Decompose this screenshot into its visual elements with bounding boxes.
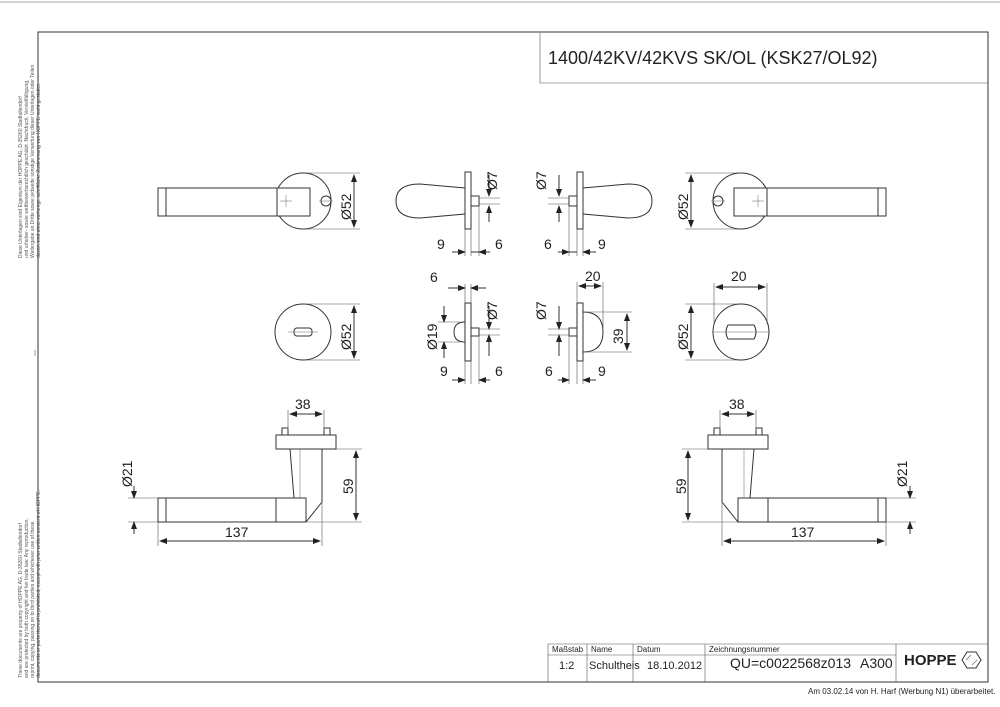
legal-en-line-2: and are protected by both copyright and … [24,518,30,678]
hoppe-logo: HOPPE [904,651,982,669]
dim-label: 20 [585,268,601,284]
dim-rose-dia-right: Ø52 [675,172,739,230]
title-box [539,33,988,84]
dim-label: Ø52 [675,193,691,220]
dim-label: 6 [495,363,503,379]
dim-label: Ø7 [484,301,500,320]
dim-label: 9 [437,236,445,252]
scale-label: Maßstab [552,645,584,654]
dim-esc-gap-right: 6 9 [545,336,606,384]
legal-en-line-4: documents or parts thereof is prohibited… [36,490,42,678]
dim-lever-137-right: 137 [721,502,887,546]
escutcheon-front-left [274,303,332,361]
dim-label: 9 [598,236,606,252]
lever-rose-front-left [157,172,333,230]
dim-label: Ø7 [533,301,549,320]
escutcheon-side-left [453,302,500,362]
dim-label: 6 [495,236,503,252]
dim-lever-38-right: 38 [719,396,757,430]
dim-label: Ø19 [424,323,440,350]
lever-top-view-left [157,427,337,523]
dim-rose-dia-left: Ø52 [305,172,360,230]
dim-gap-right: 6 9 [544,206,606,256]
dim-lever-59-left: 59 [306,448,362,523]
dim-label: 137 [791,524,815,540]
hoppe-logo-icon [961,651,982,669]
dim-label: 20 [731,268,747,284]
dim-label: Ø21 [894,460,910,487]
lever-side-view-right [548,171,653,230]
drawing-number-value: QU=c0022568z013 [730,655,851,671]
legal-en-line-1: These documents are property of HOPPE AG… [18,522,24,678]
drawing-number-label: Zeichnungsnummer [709,645,780,654]
dim-esc-39: 39 [583,311,632,353]
name-value: Schultheis [589,660,640,672]
dim-spindle-1: Ø7 [484,171,500,222]
revision-footer-note: Am 03.02.14 von H. Harf (Werbung N1) übe… [808,687,996,696]
dim-label: 6 [544,236,552,252]
dim-label: 137 [225,524,249,540]
dim-lever-21-left: Ø21 [119,460,158,534]
lever-side-view-left [395,171,500,230]
dim-esc-spindle-2: Ø7 [533,301,562,356]
dim-lever-59-right: 59 [673,448,738,523]
dim-label: Ø52 [675,323,691,350]
legal-de-line-3: Weitergabe an Dritte sowie jedwede sonst… [30,65,36,258]
dim-lever-21-right: Ø21 [886,460,916,534]
dim-label: Ø7 [533,171,549,190]
escutcheon-front-right-thumbturn [712,303,770,361]
dim-label: 38 [295,396,311,412]
dim-label: Ø21 [119,460,135,487]
dim-label: 59 [673,478,689,494]
legal-de-line-1: Diese Unterlagen sind Eigentum der HOPPE… [18,96,24,258]
scale-value: 1:2 [559,660,574,672]
dim-label: 38 [729,396,745,412]
brand-name: HOPPE [904,652,957,669]
dim-label: 39 [610,328,626,344]
dim-esc-right-20: 20 [713,268,768,324]
escutcheon-side-right [548,302,604,362]
legal-text-english: These documents are property of HOPPE AG… [18,490,42,678]
lever-top-view-right [707,427,887,523]
legal-en-line-3: reprint, copying, passing on to third pa… [30,521,36,678]
dim-label: Ø7 [484,171,500,190]
dim-lever-38-left: 38 [287,396,325,430]
dim-label: 9 [440,363,448,379]
dim-esc-dia-19: Ø19 [424,306,460,358]
dim-lever-137-left: 137 [157,502,323,546]
dim-label: Ø52 [338,323,354,350]
dim-spindle-2: Ø7 [533,171,562,222]
dim-esc-top-6: 6 [430,269,486,303]
dim-label: 59 [340,478,356,494]
date-value: 18.10.2012 [647,660,702,672]
drawing-title: 1400/42KV/42KVS SK/OL (KSK27/OL92) [548,48,878,68]
dim-label: 9 [598,363,606,379]
dim-gap-left: 9 6 [437,206,503,256]
dim-label: Ø52 [338,193,354,220]
dim-esc-gap-left: 9 6 [440,336,503,384]
dim-esc-spindle-1: Ø7 [484,301,500,356]
lever-rose-front-right [711,172,887,230]
legal-text-german: Diese Unterlagen sind Eigentum der HOPPE… [18,65,42,258]
name-label: Name [591,645,613,654]
dim-esc-dia-left: Ø52 [305,303,360,361]
dim-label: 6 [545,363,553,379]
date-label: Datum [637,645,661,654]
legal-de-line-2: und urheber- sowie wettbewerbsrechtlich … [24,80,30,258]
sheet-frame [37,31,989,683]
dim-esc-dia-right: Ø52 [675,303,739,361]
dim-label: 6 [430,269,438,285]
legal-de-line-4: davon sind ohne vorherige schriftliche Z… [36,83,42,258]
dim-esc-top-20: 20 [576,268,604,330]
format-value: A300 [860,655,893,671]
title-block: Maßstab 1:2 Name Schultheis Datum 18.10.… [547,643,988,682]
